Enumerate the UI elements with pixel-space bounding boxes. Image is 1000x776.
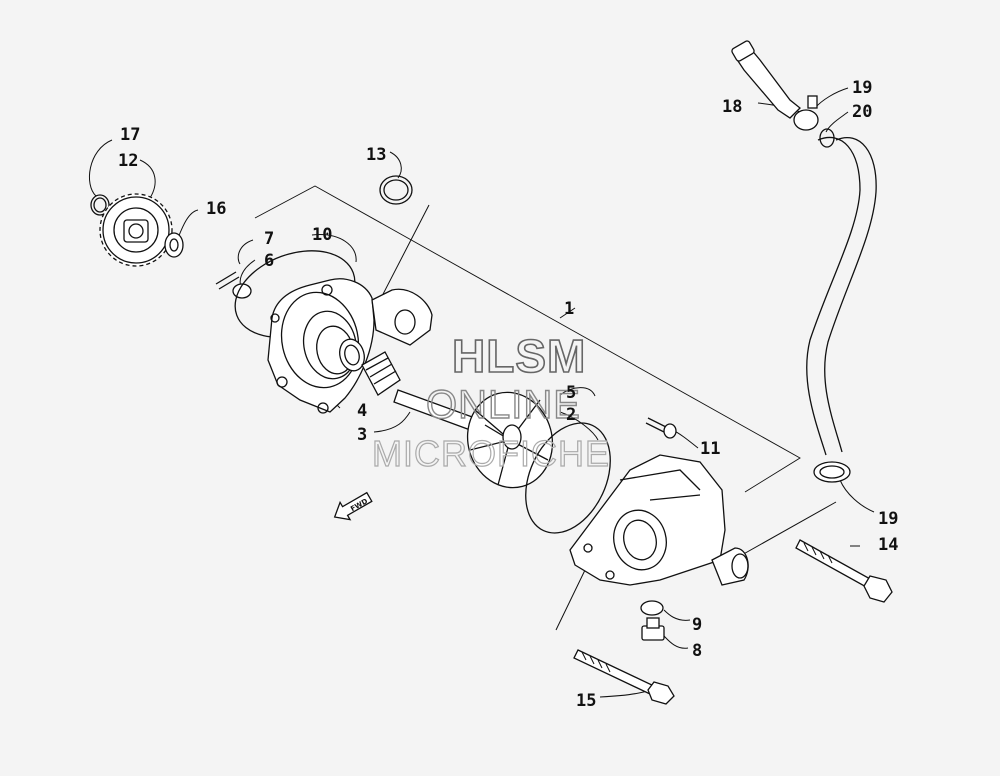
callout-6: 6 (264, 251, 274, 271)
callout-11: 11 (700, 439, 720, 459)
callout-16: 16 (206, 199, 226, 219)
bolt-14 (795, 539, 893, 603)
callout-13: 13 (366, 145, 386, 165)
callout-2: 2 (566, 405, 576, 425)
gear-12 (99, 193, 173, 267)
callout-18: 18 (722, 97, 742, 117)
oring-13 (379, 175, 413, 205)
pin-7 (215, 271, 240, 290)
callout-5: 5 (566, 383, 576, 403)
fwd-arrow-label: FWD (349, 497, 369, 513)
seal-4 (339, 338, 365, 372)
mech-seal-3 (361, 351, 401, 396)
washer-16 (164, 232, 184, 258)
callout-9: 9 (692, 615, 702, 635)
screw-11 (645, 417, 677, 439)
callout-labels: 1 2 3 4 5 6 7 8 9 10 11 12 13 14 15 16 1… (118, 78, 898, 711)
callout-8: 8 (692, 641, 702, 661)
oring-2 (525, 422, 611, 534)
watermark-line2: ONLINE (426, 383, 581, 427)
callout-14: 14 (878, 535, 898, 555)
fwd-arrow: FWD (333, 491, 373, 521)
oring-20 (819, 128, 835, 148)
coolant-hose (806, 136, 877, 456)
callout-7: 7 (264, 229, 274, 249)
callout-12: 12 (118, 151, 138, 171)
callout-19-top: 19 (852, 78, 872, 98)
washer-9 (640, 600, 664, 616)
pump-housing (267, 278, 433, 414)
assembly-outline (254, 185, 801, 493)
callout-10: 10 (312, 225, 332, 245)
callout-20: 20 (852, 102, 872, 122)
callout-19-bottom: 19 (878, 509, 898, 529)
callout-4: 4 (357, 401, 367, 421)
watermark-line3: MICROFICHE (372, 433, 610, 474)
pump-cover (569, 454, 749, 586)
circlip-17 (90, 194, 110, 216)
callout-17: 17 (120, 125, 140, 145)
watermark-line1: HLSM (452, 330, 586, 382)
clamp-19-top (793, 95, 819, 131)
clamp-19-bottom (813, 461, 851, 483)
fitting-18 (731, 40, 801, 119)
callout-15: 15 (576, 691, 596, 711)
bolt-15 (573, 649, 675, 705)
impeller-5 (466, 391, 554, 489)
watermark: HLSM ONLINE MICROFICHE (371, 329, 610, 474)
callout-3: 3 (357, 425, 367, 445)
callout-1: 1 (564, 299, 574, 319)
drain-plug-8 (641, 617, 665, 641)
